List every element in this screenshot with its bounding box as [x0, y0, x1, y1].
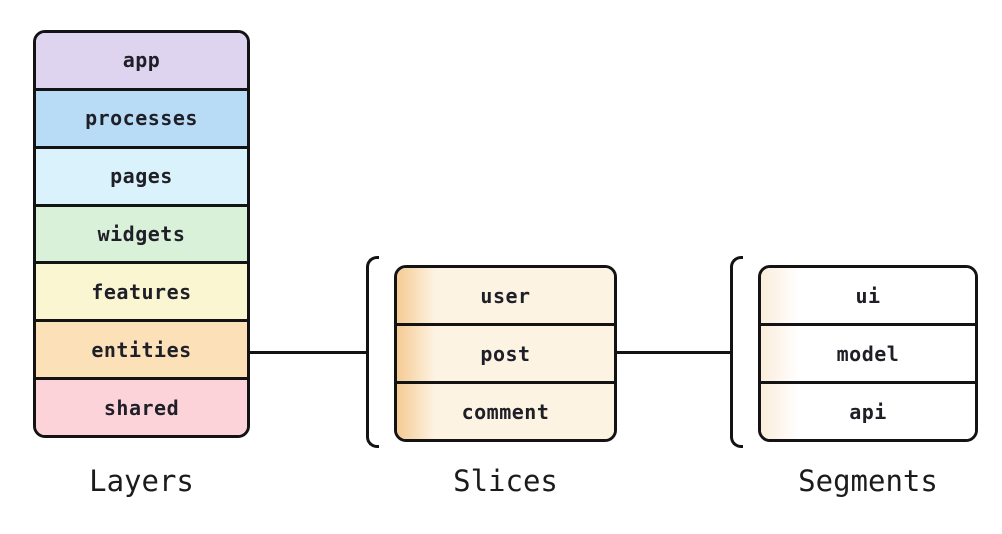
layer-row-processes: processes — [36, 87, 247, 146]
segment-row-ui: ui — [761, 268, 975, 323]
segment-row-api: api — [761, 381, 975, 439]
segments-stack: ui model api — [758, 265, 978, 442]
layer-row-entities: entities — [36, 319, 247, 378]
layer-row-widgets: widgets — [36, 203, 247, 262]
layers-caption: Layers — [89, 464, 194, 498]
connector-line-slices-to-segments — [615, 351, 732, 354]
layer-row-app: app — [36, 33, 247, 88]
connector-line-layers-to-slices — [250, 351, 367, 354]
left-bracket-icon — [730, 256, 743, 448]
segment-row-model: model — [761, 323, 975, 381]
slice-row-comment: comment — [397, 381, 614, 439]
segments-caption: Segments — [798, 464, 938, 498]
layer-row-shared: shared — [36, 377, 247, 435]
layers-stack: app processes pages widgets features ent… — [33, 30, 250, 438]
slices-stack: user post comment — [394, 265, 617, 442]
slices-caption: Slices — [453, 464, 558, 498]
slice-row-post: post — [397, 323, 614, 381]
slice-row-user: user — [397, 268, 614, 323]
left-bracket-icon — [366, 256, 379, 448]
layer-row-features: features — [36, 261, 247, 320]
layer-row-pages: pages — [36, 145, 247, 204]
